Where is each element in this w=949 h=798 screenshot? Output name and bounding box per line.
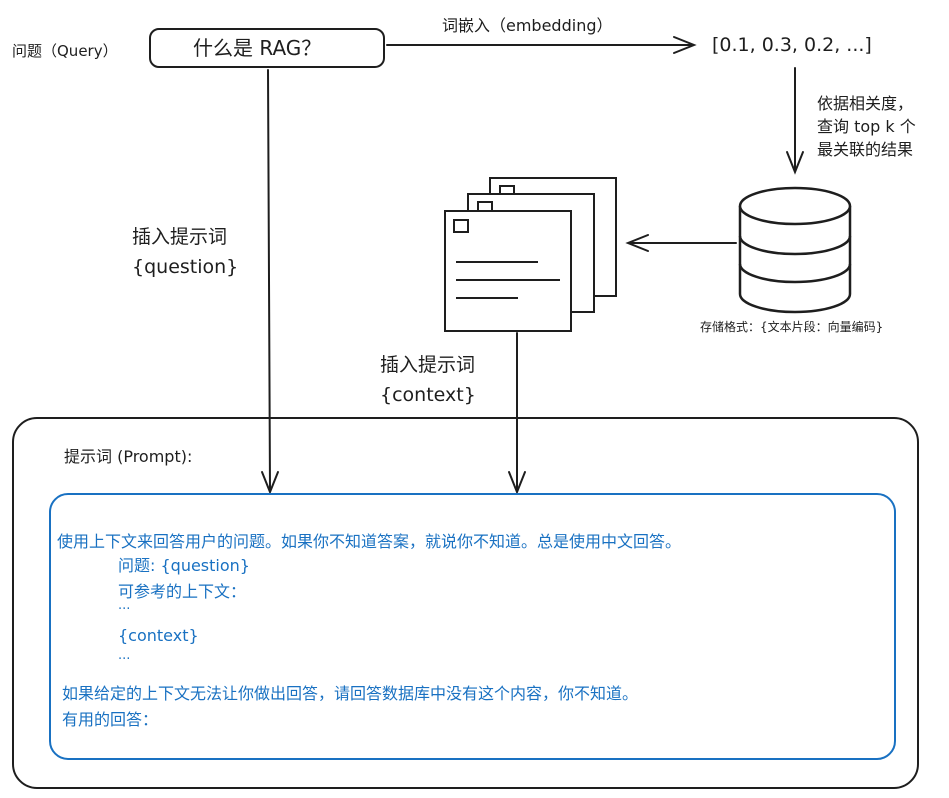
storage-format-label: 存储格式：{文本片段：向量编码} [700, 320, 884, 334]
prompt-label: 提示词 (Prompt): [64, 447, 193, 466]
context-insert-arrow [508, 332, 526, 495]
embedding-label: 词嵌入（embedding） [442, 16, 613, 35]
context-arrow [625, 234, 737, 252]
retrieval-note: 依据相关度， 查询 top k 个 最关联的结果 [817, 94, 916, 159]
prompt-template-box [49, 493, 896, 760]
database-icon [738, 186, 852, 314]
insert-question-label: 插入提示词 {question} [132, 226, 239, 278]
prompt-line-ellipsis-bottom: ··· [118, 652, 131, 667]
prompt-line-ellipsis-top: ··· [118, 602, 131, 617]
insert-context-label: 插入提示词 {context} [380, 354, 476, 406]
vector-output: [0.1, 0.3, 0.2, ...] [712, 34, 872, 56]
prompt-line-question: 问题: {question} [118, 556, 250, 575]
document-stack-icon [444, 177, 617, 332]
question-arrow [261, 69, 279, 495]
query-text: 什么是 RAG？ [193, 36, 322, 60]
query-box [149, 28, 385, 68]
retrieve-arrow [786, 67, 804, 175]
prompt-line-context: {context} [118, 626, 199, 645]
prompt-outer-box [12, 417, 919, 789]
prompt-line-context-heading: 可参考的上下文： [118, 582, 247, 601]
embedding-arrow [386, 36, 697, 54]
query-label: 问题（Query） [12, 42, 118, 60]
prompt-line-instruction: 使用上下文来回答用户的问题。如果你不知道答案，就说你不知道。总是使用中文回答。 [57, 532, 682, 551]
prompt-line-answer: 有用的回答： [62, 710, 159, 729]
prompt-line-fallback: 如果给定的上下文无法让你做出回答，请回答数据库中没有这个内容，你不知道。 [62, 684, 639, 703]
